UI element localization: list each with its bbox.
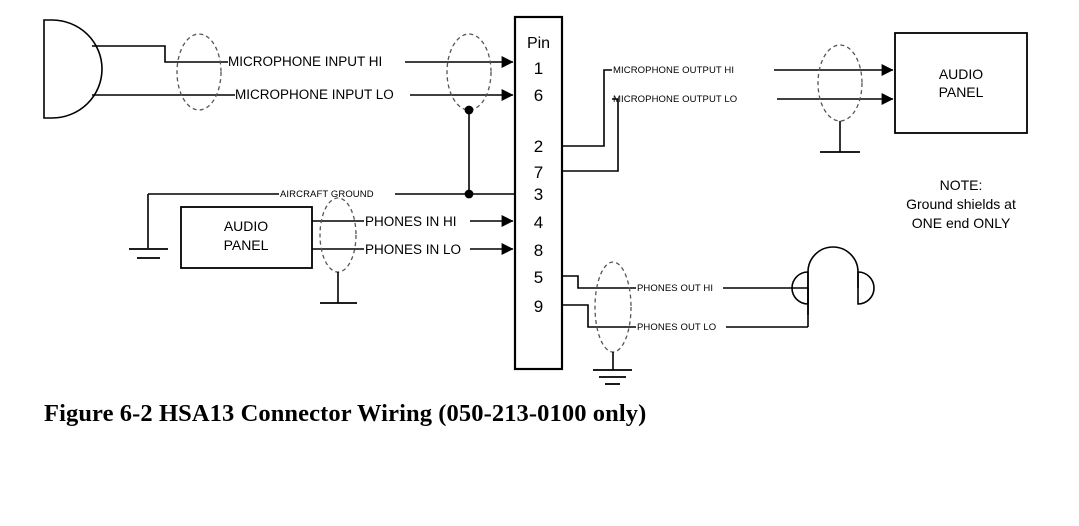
audio-panel-left-label-line1: AUDIO <box>224 218 268 234</box>
note-line-3: ONE end ONLY <box>912 215 1011 231</box>
label-phones-out-lo: PHONES OUT LO <box>637 322 716 333</box>
shield-ellipse-mic-input-right <box>446 33 492 111</box>
shield-ellipse-phones-out <box>594 261 632 353</box>
shield-ellipse-phones-in <box>319 197 357 273</box>
audio-panel-left-label-line2: PANEL <box>224 237 269 253</box>
connector-header: Pin <box>527 35 550 52</box>
pin-label-9: 9 <box>534 297 543 316</box>
label-microphone-input-lo: MICROPHONE INPUT LO <box>235 87 394 102</box>
wire-microphone-output-lo <box>562 98 619 172</box>
pin-label-6: 6 <box>534 86 543 105</box>
wire-microphone-input-hi <box>92 45 228 63</box>
label-phones-out-hi: PHONES OUT HI <box>637 283 713 294</box>
pin-label-3: 3 <box>534 185 543 204</box>
wire-microphone-output-hi <box>562 69 612 147</box>
headphones-icon <box>791 246 875 315</box>
pin-label-1: 1 <box>534 59 543 78</box>
shield-ellipse-mic-output <box>817 44 863 122</box>
audio-panel-right-box <box>894 32 1028 134</box>
pin-label-8: 8 <box>534 241 543 260</box>
audio-panel-right-label-line2: PANEL <box>939 84 984 100</box>
connector-pin-box <box>513 15 564 371</box>
label-phones-in-hi: PHONES IN HI <box>365 214 457 229</box>
label-aircraft-ground: AIRCRAFT GROUND <box>280 189 374 200</box>
wire-phones-out-lo <box>562 304 636 328</box>
audio-panel-right-label-line1: AUDIO <box>939 66 983 82</box>
audio-panel-left-box <box>180 206 313 269</box>
pin-label-5: 5 <box>534 268 543 287</box>
label-microphone-output-hi: MICROPHONE OUTPUT HI <box>613 65 734 76</box>
junction-dot-shield-mic <box>464 105 474 115</box>
label-microphone-output-lo: MICROPHONE OUTPUT LO <box>613 94 737 105</box>
pin-label-4: 4 <box>534 213 543 232</box>
pin-label-2: 2 <box>534 137 543 156</box>
shield-ellipse-mic-input-left <box>176 33 222 111</box>
label-microphone-input-hi: MICROPHONE INPUT HI <box>228 54 382 69</box>
microphone-icon <box>43 19 103 119</box>
ground-icon-phones-out <box>593 369 632 385</box>
note-line-1: NOTE: <box>940 177 983 193</box>
wire-phones-out-hi <box>562 275 636 289</box>
ground-icon-audio-panel-left <box>129 248 168 259</box>
label-phones-in-lo: PHONES IN LO <box>365 242 461 257</box>
figure-caption: Figure 6-2 HSA13 Connector Wiring (050-2… <box>44 400 647 427</box>
note-line-2: Ground shields at <box>906 196 1016 212</box>
pin-label-7: 7 <box>534 163 543 182</box>
